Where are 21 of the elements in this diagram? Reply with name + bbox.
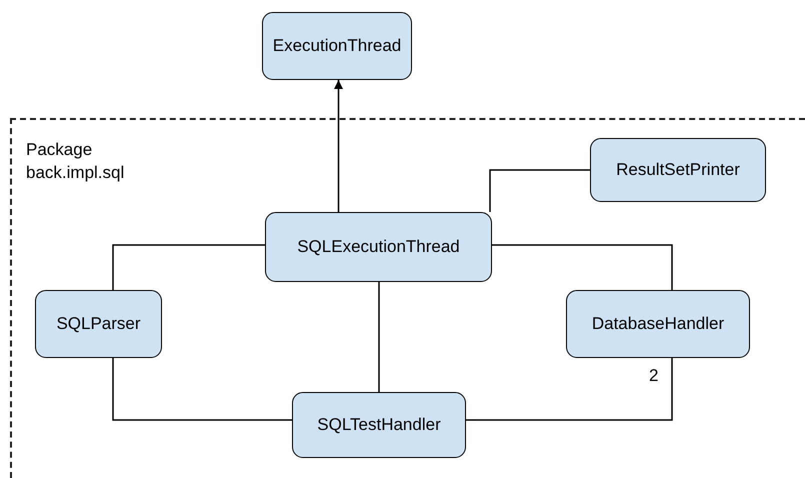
connector-line xyxy=(378,282,380,392)
class-box xyxy=(292,392,466,458)
package-boundary xyxy=(10,118,805,478)
class-name: ExecutionThread xyxy=(272,36,402,56)
connector-line xyxy=(492,244,673,290)
class-name: DatabaseHandler xyxy=(592,314,724,334)
class-box xyxy=(262,12,412,80)
connector-line xyxy=(112,358,292,421)
package-label: Package back.impl.sql xyxy=(26,139,126,184)
class-name: SQLExecutionThread xyxy=(297,237,460,257)
class-name: SQLParser xyxy=(56,314,141,334)
class-box xyxy=(566,290,750,358)
class-box xyxy=(265,212,492,282)
connector-line xyxy=(112,244,265,290)
class-name: ResultSetPrinter xyxy=(616,160,740,180)
class-box xyxy=(35,290,162,358)
class-box xyxy=(590,138,766,202)
arrow xyxy=(334,80,343,212)
connector-line xyxy=(489,169,590,212)
connector-line xyxy=(466,358,673,421)
class-name: SQLTestHandler xyxy=(317,415,441,435)
